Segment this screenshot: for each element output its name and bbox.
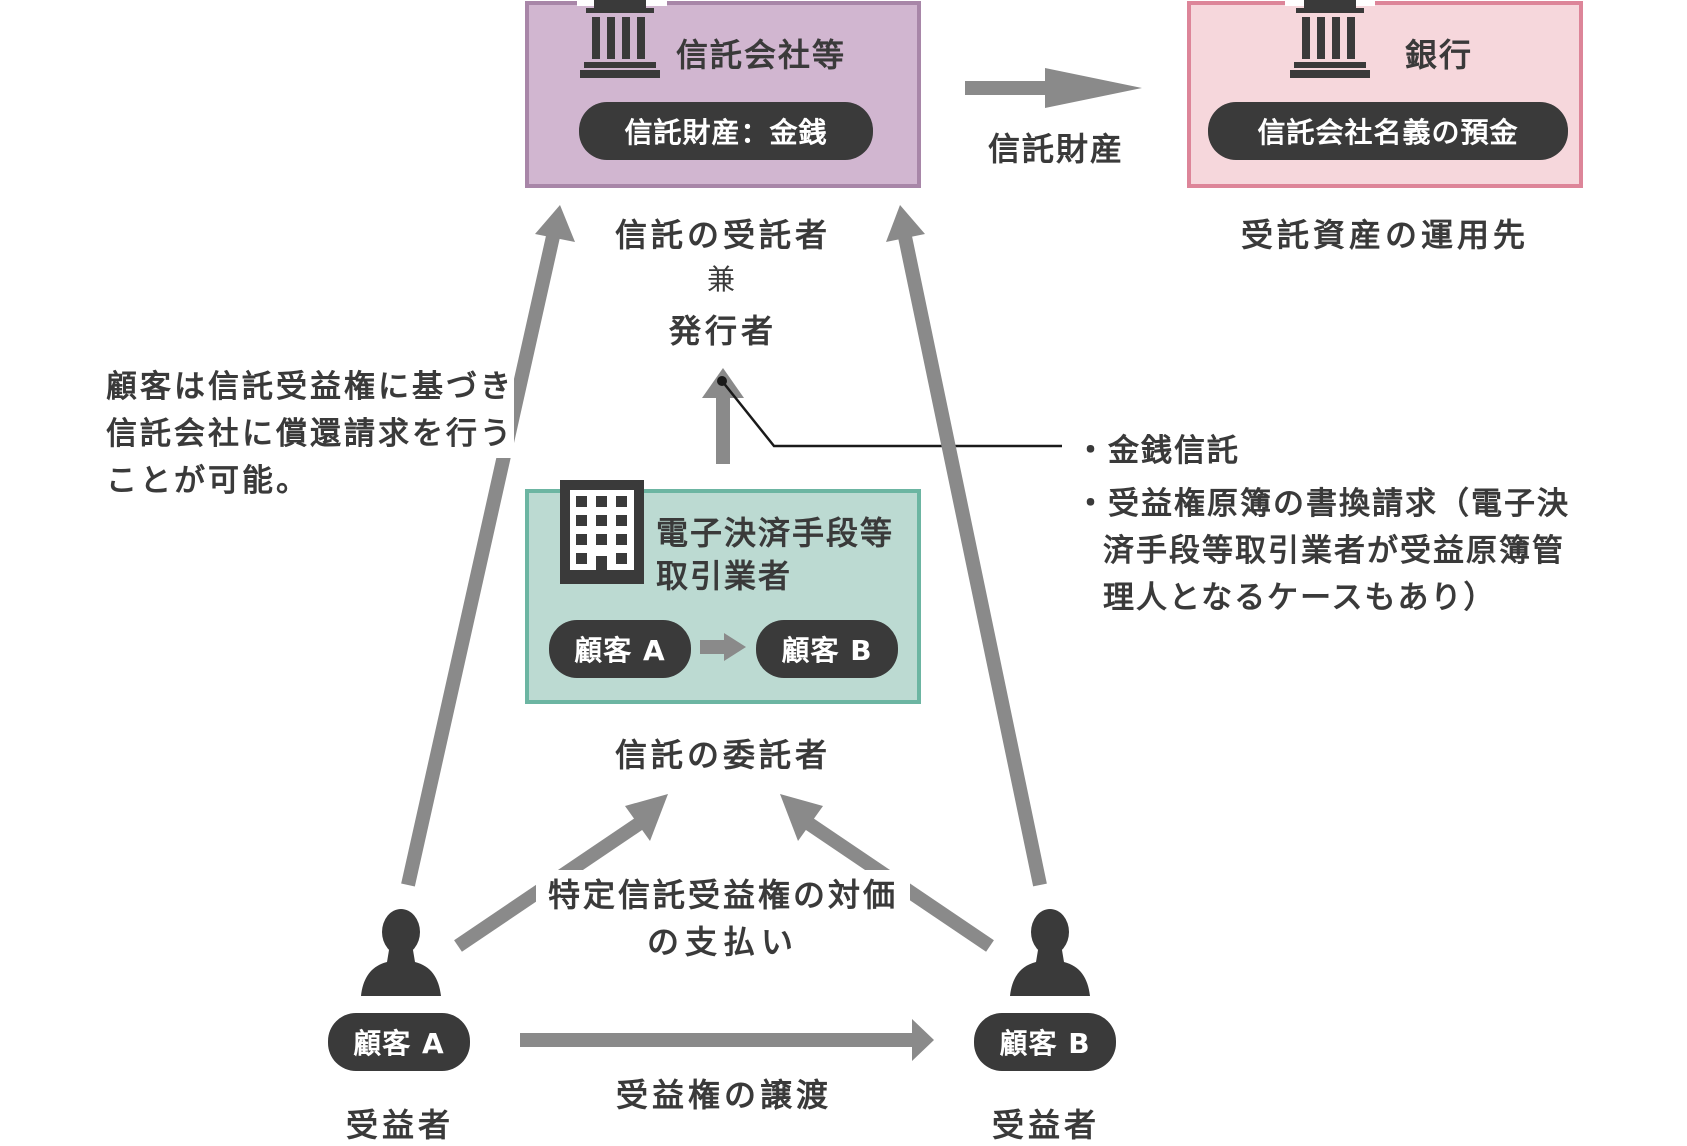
trust-note-line4: 理人となるケースもあり）	[1103, 580, 1497, 616]
trust-property-pill: 信託財産：金銭	[579, 102, 873, 160]
ep-company-name-line2: 取引業者	[656, 557, 793, 595]
trust-note-line1: ・金銭信託	[1075, 433, 1240, 469]
customer-a-caption: 受益者	[345, 1106, 454, 1144]
payment-label-line1: 特定信託受益権の対価	[536, 870, 910, 916]
ep-company-name-line1: 電子決済手段等	[656, 514, 895, 552]
transfer-label: 受益権の譲渡	[615, 1076, 832, 1114]
bank-caption: 受託資産の運用先	[1240, 216, 1529, 254]
redemption-note-line2: 信託会社に償還請求を行う	[106, 411, 514, 458]
trust-property-label: 信託財産	[987, 130, 1124, 168]
trustee-caption: 信託の受託者	[614, 216, 831, 254]
arrow-trust-to-bank	[965, 68, 1142, 108]
callout-line	[717, 376, 1062, 448]
issuer-caption: 発行者	[668, 312, 777, 350]
ep-customer-b-pill: 顧客 B	[756, 620, 898, 678]
payment-label-line2: の支払い	[638, 917, 808, 963]
trust-note-line2: ・受益権原簿の書換請求（電子決	[1075, 486, 1570, 522]
settlor-caption: 信託の委託者	[614, 736, 831, 774]
person-icon	[1010, 909, 1090, 996]
bank-name: 銀行	[1405, 36, 1474, 74]
trust-company-name: 信託会社等	[676, 36, 847, 74]
customer-a-pill: 顧客 A	[328, 1013, 470, 1071]
arrow-customer-b-to-trust	[886, 205, 1047, 887]
trustee-join: 兼	[706, 263, 739, 296]
arrow-transfer	[520, 1019, 934, 1061]
customer-b-pill: 顧客 B	[974, 1013, 1116, 1071]
redemption-note-line3: ことが可能。	[106, 458, 310, 505]
ep-customer-a-pill: 顧客 A	[549, 620, 691, 678]
customer-b-caption: 受益者	[991, 1106, 1100, 1144]
trust-note-line3: 済手段等取引業者が受益原簿管	[1103, 533, 1565, 569]
bank-deposit-pill: 信託会社名義の預金	[1208, 102, 1568, 160]
office-building-icon	[560, 480, 644, 584]
person-icon	[361, 909, 441, 996]
arrow-ep-a-to-b	[700, 633, 746, 661]
redemption-note-line1: 顧客は信託受益権に基づき	[106, 364, 514, 411]
arrow-customer-a-to-trust	[401, 205, 575, 887]
